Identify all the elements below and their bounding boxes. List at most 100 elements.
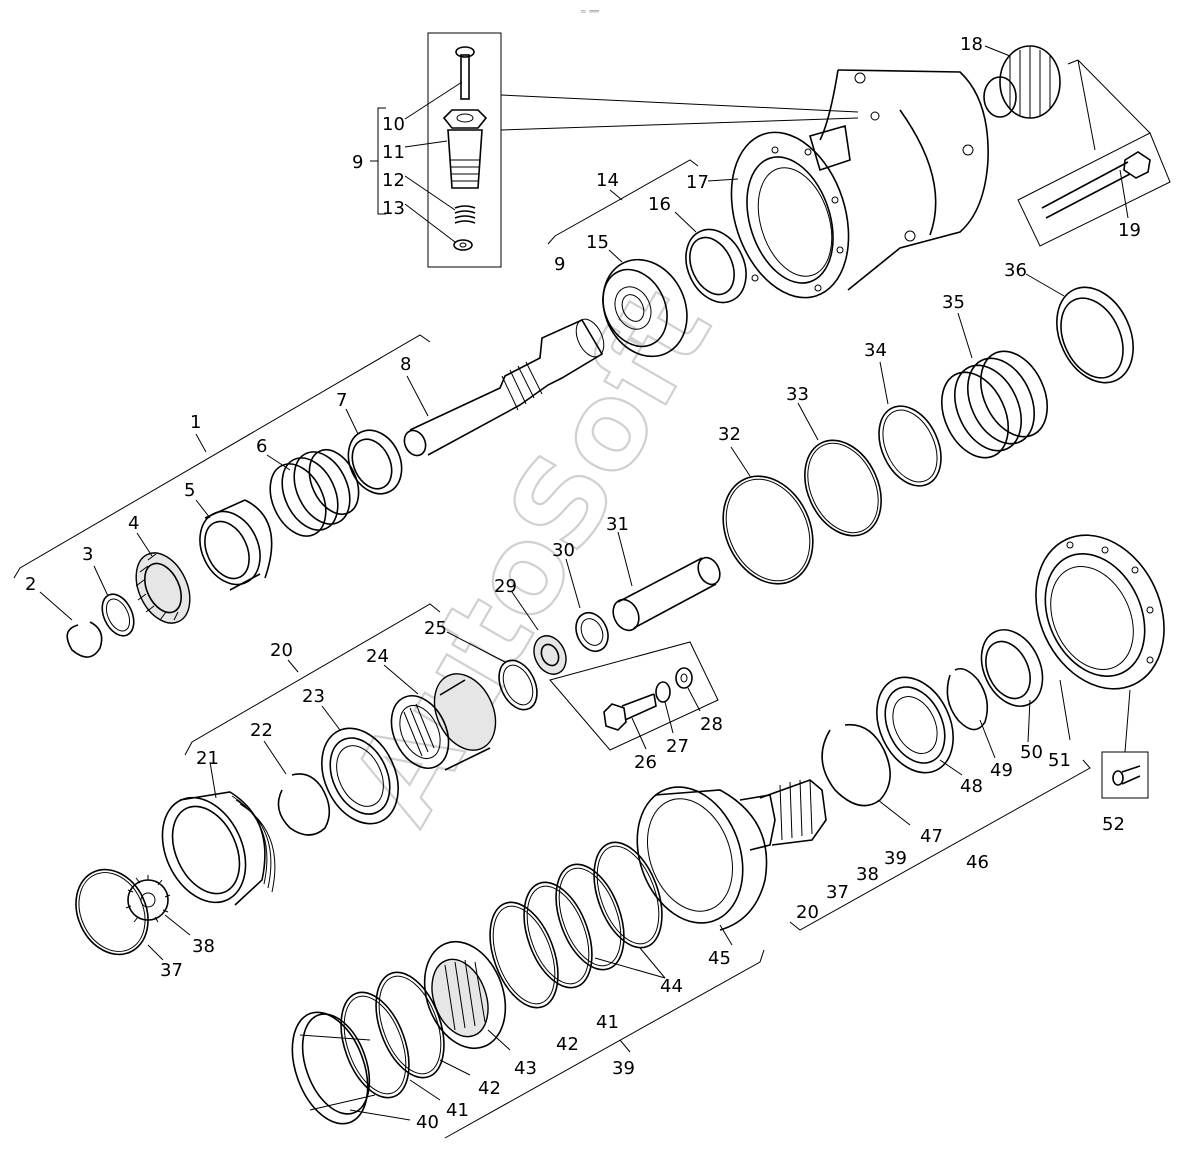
label-41-upper: 41	[596, 1012, 619, 1033]
hub-43	[423, 940, 507, 1050]
label-36: 36	[1004, 260, 1027, 281]
label-1: 1	[190, 412, 201, 433]
ring-37-left	[75, 868, 149, 956]
label-6: 6	[256, 436, 267, 457]
pressure-plate-40	[291, 1011, 376, 1125]
label-32: 32	[718, 424, 741, 445]
bearing-29	[533, 635, 567, 675]
label-9-group: 9	[554, 254, 565, 275]
label-24: 24	[366, 646, 389, 667]
label-51: 51	[1048, 750, 1071, 771]
label-20-ref: 20	[796, 902, 819, 923]
screw-52-box	[1101, 689, 1149, 799]
drum-21	[161, 791, 276, 906]
seal-16	[685, 228, 747, 304]
label-14: 14	[596, 170, 619, 191]
ring-25	[498, 659, 538, 711]
pinion-18	[983, 45, 1061, 119]
label-9-inset: 9	[352, 152, 363, 173]
bearing-48	[876, 676, 954, 774]
label-21: 21	[196, 748, 219, 769]
label-22: 22	[250, 720, 273, 741]
clutch-carrier-45	[636, 786, 776, 931]
label-42-upper: 42	[556, 1034, 579, 1055]
shaft-8	[403, 318, 605, 457]
label-40: 40	[416, 1112, 439, 1133]
snap-ring-22	[277, 773, 331, 836]
label-8: 8	[400, 354, 411, 375]
o-ring-32	[722, 475, 814, 585]
label-43: 43	[514, 1058, 537, 1079]
label-17: 17	[686, 172, 709, 193]
label-38-left: 38	[192, 936, 215, 957]
label-20-group: 20	[270, 640, 293, 661]
gear-38-left	[125, 875, 171, 923]
label-39-group: 39	[612, 1058, 635, 1079]
label-50: 50	[1020, 742, 1043, 763]
label-30: 30	[552, 540, 575, 561]
sleeve-36	[1056, 286, 1134, 384]
label-10: 10	[382, 114, 405, 135]
label-31: 31	[606, 514, 629, 535]
snap-ring-49	[946, 667, 989, 731]
inset-valve-parts	[427, 32, 859, 268]
bolt-washer-box	[549, 641, 719, 751]
spring-35	[941, 350, 1048, 459]
label-45: 45	[708, 948, 731, 969]
label-27: 27	[666, 736, 689, 757]
label-4: 4	[128, 513, 139, 534]
ring-7	[347, 429, 403, 495]
spline-shaft-46	[759, 779, 827, 846]
label-34: 34	[864, 340, 887, 361]
label-23: 23	[302, 686, 325, 707]
ring-34	[878, 405, 942, 487]
label-25: 25	[424, 618, 447, 639]
label-11: 11	[382, 142, 405, 163]
housing-17	[730, 69, 989, 299]
watermark: AutoSoft	[325, 267, 738, 844]
gear-4	[135, 552, 191, 624]
label-7: 7	[336, 390, 347, 411]
seal-50	[980, 629, 1044, 707]
sleeve-5	[199, 499, 273, 591]
bearing-23	[321, 727, 399, 825]
label-19: 19	[1118, 220, 1141, 241]
label-37-ref: 37	[826, 882, 849, 903]
label-41-lower: 41	[446, 1100, 469, 1121]
label-35: 35	[942, 292, 965, 313]
label-2: 2	[25, 574, 36, 595]
label-26: 26	[634, 752, 657, 773]
bearing-15	[602, 258, 688, 358]
cover-51	[1035, 534, 1165, 690]
label-13: 13	[382, 198, 405, 219]
label-42-lower: 42	[478, 1078, 501, 1099]
spring-6	[269, 449, 360, 537]
label-46: 46	[966, 852, 989, 873]
label-47: 47	[920, 826, 943, 847]
label-44: 44	[660, 976, 683, 997]
label-15: 15	[586, 232, 609, 253]
label-16: 16	[648, 194, 671, 215]
label-3: 3	[82, 544, 93, 565]
ring-3	[101, 593, 135, 637]
gear-24	[390, 673, 497, 771]
label-5: 5	[184, 480, 195, 501]
label-18: 18	[960, 34, 983, 55]
label-52: 52	[1102, 814, 1125, 835]
washer-30	[575, 611, 609, 653]
label-29: 29	[494, 576, 517, 597]
label-38-ref: 38	[856, 864, 879, 885]
label-49: 49	[990, 760, 1013, 781]
label-39-ref: 39	[884, 848, 907, 869]
bolt-19-box	[1017, 59, 1171, 247]
snap-ring-47	[821, 723, 891, 807]
label-28: 28	[700, 714, 723, 735]
bracket-9-group	[370, 107, 386, 215]
label-37-left: 37	[160, 960, 183, 981]
label-48: 48	[960, 776, 983, 797]
corner-mark: ≈ ══	[580, 7, 599, 16]
tube-31	[612, 556, 721, 632]
label-12: 12	[382, 170, 405, 191]
o-ring-33	[804, 439, 882, 537]
